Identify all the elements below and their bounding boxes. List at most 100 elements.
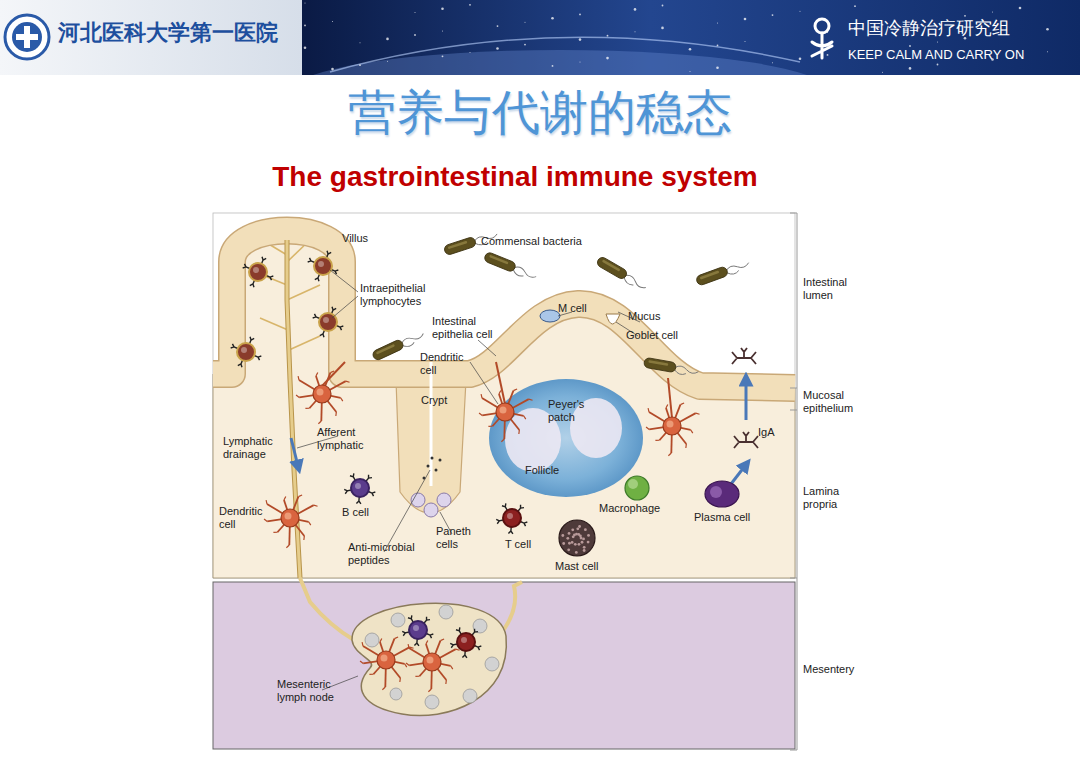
dendritic-cell <box>296 395 299 397</box>
dendritic-cell <box>330 396 341 398</box>
leader-lines <box>384 470 430 552</box>
mast-cell <box>581 541 584 544</box>
lymph-node-follicles <box>425 695 439 709</box>
b-cell <box>424 617 430 624</box>
part-label: IgA <box>758 426 788 439</box>
dendritic-cell <box>419 668 426 676</box>
dendritic-cell <box>299 395 314 397</box>
paneth-cells <box>437 493 451 507</box>
lymphatic-vessel <box>287 240 300 578</box>
part-label: T cell <box>505 538 550 551</box>
antimicrobial-peptides <box>431 457 434 460</box>
figure-subtitle: The gastrointestinal immune system <box>215 160 815 194</box>
dendritic-cell <box>393 647 410 656</box>
header-band-shape <box>469 4 471 6</box>
header-band-shape <box>937 64 939 66</box>
dendritic-cell <box>680 428 691 430</box>
paneth-cells <box>411 493 425 507</box>
t-cell <box>456 627 461 634</box>
plasma-cell <box>705 481 739 507</box>
mast-cell <box>575 551 578 554</box>
lymph-node-follicles <box>391 613 405 627</box>
mast-cell <box>567 548 570 551</box>
mast-cell <box>576 527 579 530</box>
dendritic-cell <box>440 639 444 641</box>
dendritic-cell <box>524 416 526 419</box>
dendritic-cell <box>510 418 519 430</box>
part-label: Lymphatic drainage <box>223 435 283 461</box>
dendritic-cell <box>335 412 337 416</box>
b-cell <box>409 621 427 639</box>
layer-bracket <box>790 578 797 579</box>
b-cell <box>355 483 361 489</box>
dendritic-cell <box>317 389 324 396</box>
mast-cell <box>571 541 574 544</box>
header-band-shape <box>441 7 444 10</box>
b-cell <box>413 625 419 631</box>
plasma-cell <box>710 486 722 498</box>
mast-cell <box>577 533 580 536</box>
dendritic-cell <box>264 495 317 548</box>
layer-bracket <box>790 213 797 750</box>
antimicrobial-peptides <box>423 457 442 480</box>
leader-lines <box>297 270 640 690</box>
mast-cell <box>584 528 587 531</box>
part-label: Afferent lymphatic <box>317 426 382 452</box>
intraepithelial-lymphocyte <box>253 267 259 273</box>
iga-molecule <box>734 432 758 448</box>
peyers-patch: Peyer's patchFollicle <box>488 378 644 498</box>
layer-bracket <box>797 213 798 750</box>
dendritic-cell <box>646 427 649 429</box>
iga-arrow <box>731 462 748 484</box>
dendritic-cell <box>322 362 345 386</box>
dendritic-cell <box>303 536 305 540</box>
lymph-node-follicles <box>365 633 379 647</box>
part-label: Mesenteric lymph node <box>277 678 352 704</box>
bacterium <box>622 273 647 292</box>
part-label: Paneth cells <box>436 525 481 551</box>
header-band-shape <box>442 55 444 57</box>
t-cell <box>462 651 466 658</box>
dendritic-cell <box>363 661 378 663</box>
dendritic-cell <box>399 678 401 682</box>
header-band-shape <box>304 47 307 50</box>
dendritic-cell <box>316 372 318 376</box>
macrophage <box>625 476 649 500</box>
lymph-node-follicles <box>463 689 477 703</box>
bacterium <box>643 357 676 372</box>
dendritic-cell <box>298 495 302 497</box>
part-label: Peyer's patch <box>548 398 598 424</box>
part-label: Dendritic cell <box>219 505 264 531</box>
dendritic-cell <box>691 430 693 433</box>
part-label: B cell <box>342 506 392 519</box>
t-cell <box>496 503 527 533</box>
plasma-cell <box>705 481 739 507</box>
header-band-shape <box>717 22 718 23</box>
mast-cell <box>559 520 595 556</box>
mast-cell <box>573 534 576 537</box>
dendritic-cell <box>666 408 669 418</box>
dendritic-cell <box>285 513 292 520</box>
header-band-shape <box>716 66 719 69</box>
bacterium <box>700 270 720 279</box>
part-label: Anti-microbial peptides <box>348 541 433 567</box>
mast-cell <box>566 537 569 540</box>
intraepithelial-lymphocyte <box>266 276 273 281</box>
mast-cell <box>559 520 595 556</box>
mesentery-band <box>213 582 795 749</box>
b-cell <box>344 489 351 493</box>
dendritic-cell <box>297 376 299 380</box>
layer-label: Lamina propria <box>803 485 858 511</box>
dendritic-cell <box>288 526 290 545</box>
part-label: Mast cell <box>555 560 615 573</box>
dendritic-cell <box>675 405 680 419</box>
t-cell <box>520 522 527 527</box>
header-band-shape <box>744 18 747 21</box>
mast-cell <box>578 525 581 528</box>
t-cell <box>518 505 524 512</box>
bacterium <box>401 331 426 348</box>
goblet-cell <box>606 314 620 324</box>
dendritic-cell <box>513 414 524 416</box>
dendritic-cell <box>318 421 321 424</box>
mast-cell <box>582 537 585 540</box>
